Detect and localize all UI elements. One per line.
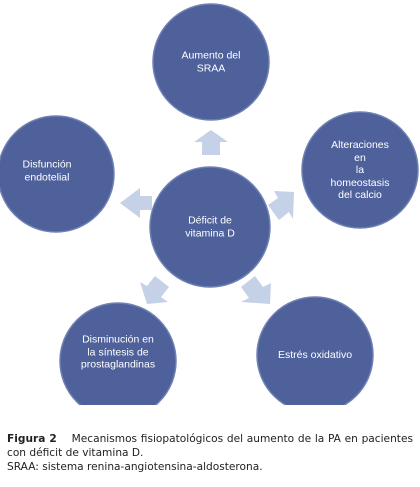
figure-caption: Figura 2 Mecanismos fisiopatológicos del…	[7, 432, 413, 474]
arrow-to-top	[194, 130, 228, 155]
node-top	[152, 3, 270, 121]
figure-number: Figura 2	[7, 433, 57, 445]
mechanism-diagram	[0, 3, 419, 405]
node-left	[0, 115, 115, 233]
node-right	[301, 111, 419, 229]
node-center	[149, 166, 271, 288]
node-lower-right	[256, 296, 374, 405]
figure-description: Mecanismos fisiopatológicos del aumento …	[7, 433, 413, 459]
node-lower-left	[59, 302, 177, 405]
figure-abbreviations: SRAA: sistema renina-angiotensina-aldost…	[7, 461, 263, 473]
arrow-to-lower-left	[140, 276, 169, 304]
arrow-to-lower-right	[241, 276, 271, 304]
caption-main: Figura 2 Mecanismos fisiopatológicos del…	[7, 432, 413, 460]
arrow-to-right	[268, 191, 294, 220]
arrow-to-left	[120, 188, 152, 218]
